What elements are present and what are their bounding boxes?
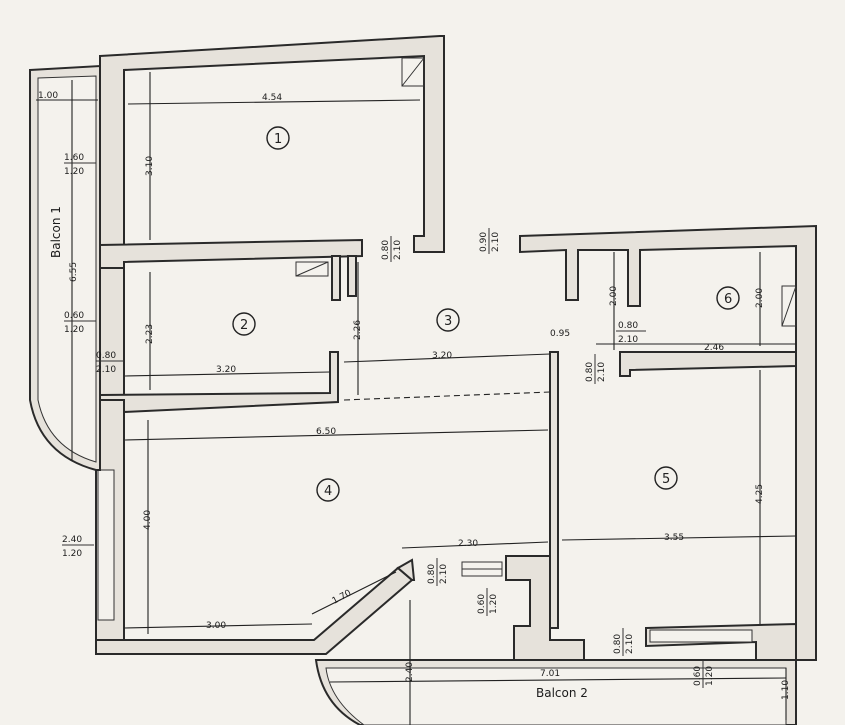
dim-2-10-c: 2.10 [491,232,501,252]
balcony-1-label: Balcon 1 [49,206,63,258]
wall-bath-block [505,555,585,661]
wall-room-4-right [396,558,416,581]
closet-room-6 [781,285,797,327]
wall-partition-3-5 [549,351,559,629]
wall-room-1 [99,35,445,253]
dim-0-80-f: 0.80 [613,634,623,654]
dim-2-26: 2.26 [353,320,363,340]
dimension-lines [36,72,797,725]
dim-4-54: 4.54 [262,93,282,103]
dim-1-70: 1.70 [331,588,354,606]
room-2-marker: 2 [232,312,256,336]
dim-3-55: 3.55 [664,533,684,543]
dim-2-10-f: 2.10 [439,564,449,584]
wall-bottom-room-4 [95,566,414,655]
dim-0-90: 0.90 [479,232,489,252]
dim-1-20-b: 1.20 [64,325,84,335]
dim-6-55: 6.55 [69,262,79,282]
dim-1-10: 1.10 [781,680,791,700]
dim-0-80-c: 0.80 [618,321,638,331]
dim-1-20-e: 1.20 [705,666,715,686]
dim-4-00: 4.00 [143,510,153,530]
wall-room-6-5 [619,351,797,377]
dim-0-60: 0.60 [64,311,84,321]
dim-2-46: 2.46 [704,343,724,353]
dim-2-10-g: 2.10 [625,634,635,654]
dim-4-25: 4.25 [755,484,765,504]
dim-2-00-a: 2.00 [609,286,619,306]
room-5-marker: 5 [654,466,678,490]
dim-2-40-a: 2.40 [62,535,82,545]
wall-left-room-2 [99,267,125,396]
dim-0-80-e: 0.80 [427,564,437,584]
dim-3-00: 3.00 [206,621,226,631]
dim-0-80-b: 0.80 [381,240,391,260]
dim-7-01: 7.01 [540,669,560,679]
closet-room-1 [401,57,425,87]
dim-1-20-d: 1.20 [489,594,499,614]
dim-6-50: 6.50 [316,427,336,437]
dim-3-10: 3.10 [145,156,155,176]
svg-text:3: 3 [444,314,452,329]
svg-text:5: 5 [662,472,670,487]
svg-text:4: 4 [324,484,332,499]
dim-2-30: 2.30 [458,539,478,549]
dim-2-10-d: 2.10 [618,335,638,345]
wall-door-column-2 [347,255,357,297]
room-3-marker: 3 [436,308,460,332]
dim-0-60-b: 0.60 [477,594,487,614]
dim-0-80-d: 0.80 [585,362,595,382]
dim-1-60: 1.60 [64,153,84,163]
svg-text:1: 1 [274,132,282,147]
balcony-2-inner [325,667,787,725]
room-4-marker: 4 [316,478,340,502]
wall-room-2-4 [99,351,339,421]
balcony-1-inner [37,75,97,463]
dim-2-00-b: 2.00 [755,288,765,308]
wall-top-right [519,224,817,661]
dim-2-10-b: 2.10 [393,240,403,260]
dim-2-10-e: 2.10 [597,362,607,382]
svg-text:6: 6 [724,292,732,307]
dim-0-95: 0.95 [550,329,570,339]
dim-1-00: 1.00 [38,91,58,101]
room-1-marker: 1 [266,126,290,150]
dim-3-20-b: 3.20 [432,351,452,361]
dimension-labels: 4.54 3.10 1.00 6.55 1.60 1.20 0.60 1.20 … [38,91,791,700]
dim-0-60-c: 0.60 [693,666,703,686]
svg-text:2: 2 [240,318,248,333]
dim-2-40-b: 2.40 [405,662,415,682]
balcony-2-label: Balcon 2 [536,686,588,700]
closet-room-2 [295,261,329,277]
dim-3-20-a: 3.20 [216,365,236,375]
window-room-5 [649,629,753,643]
dim-2-10-a: 2.10 [96,365,116,375]
dim-1-20-c: 1.20 [62,549,82,559]
window-left-room-4 [97,469,115,621]
wall-door-column [331,255,341,301]
room-6-marker: 6 [716,286,740,310]
dim-0-80-a: 0.80 [96,351,116,361]
dim-1-20-a: 1.20 [64,167,84,177]
dim-2-23: 2.23 [145,324,155,344]
